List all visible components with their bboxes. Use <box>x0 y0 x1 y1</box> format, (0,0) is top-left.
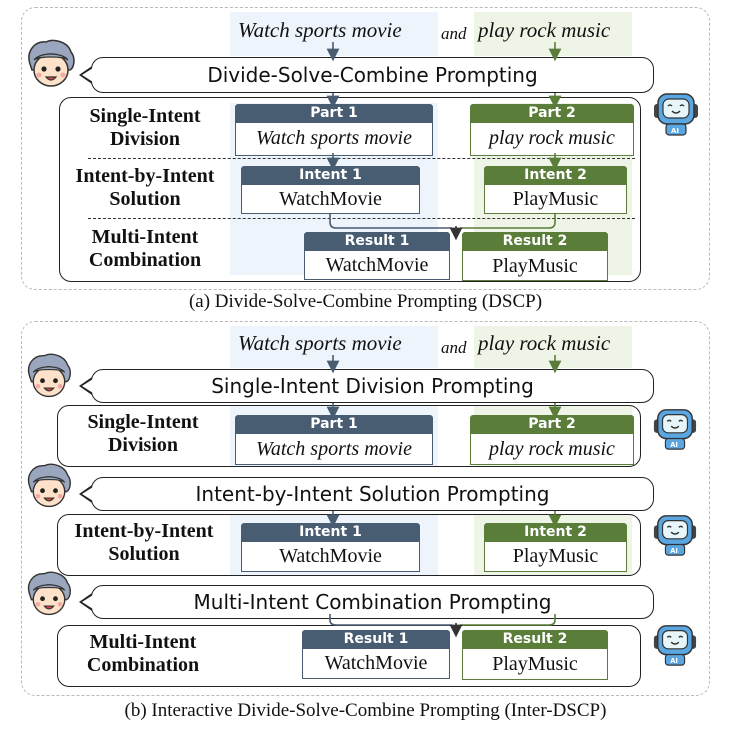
card-body: play rock music <box>470 123 634 156</box>
robot-icon: AI <box>653 409 697 450</box>
prompt-bubble-combination: Multi-Intent Combination Prompting <box>79 585 654 619</box>
user-avatar-icon <box>28 39 75 87</box>
label-line1: Single-Intent <box>89 105 201 127</box>
card-body: PlayMusic <box>484 185 627 214</box>
merge-line-blue <box>329 214 452 229</box>
robot-icon: AI <box>654 93 698 136</box>
card-intent-1: Intent 1 WatchMovie <box>241 166 420 214</box>
robot-icon: AI <box>653 625 697 666</box>
svg-text:AI: AI <box>670 657 678 665</box>
panel-a <box>21 7 710 290</box>
stage-label-combination: Multi-Intent Combination <box>62 226 228 272</box>
label-line1: Single-Intent <box>87 411 199 433</box>
stage-box-division <box>57 405 641 467</box>
card-header: Part 2 <box>470 104 634 123</box>
label-line2: Solution <box>108 543 180 565</box>
card-header: Intent 1 <box>241 166 420 185</box>
stage-label-solution: Intent-by-Intent Solution <box>58 165 232 211</box>
card-header: Intent 2 <box>484 166 627 185</box>
bubble-tail <box>79 66 93 84</box>
prompt-text: Multi-Intent Combination Prompting <box>193 590 552 614</box>
card-header: Intent 2 <box>484 523 627 542</box>
card-header: Part 1 <box>235 104 433 123</box>
svg-text:AI: AI <box>671 127 679 135</box>
card-body: PlayMusic <box>484 542 627 572</box>
prompt-bubble-dscp: Divide-Solve-Combine Prompting <box>79 57 654 93</box>
card-body: PlayMusic <box>462 649 608 680</box>
card-header: Result 2 <box>462 630 608 649</box>
bubble-tail <box>79 593 93 611</box>
stage-label-combination: Multi-Intent Combination <box>60 631 226 677</box>
label-line2: Solution <box>109 188 181 210</box>
prompt-bubble-division: Single-Intent Division Prompting <box>79 369 654 403</box>
card-part-1: Part 1 Watch sports movie <box>235 104 433 156</box>
query-part2: play rock music <box>478 18 611 42</box>
user-avatar-icon <box>27 353 71 398</box>
card-header: Result 1 <box>304 232 450 251</box>
label-line1: Multi-Intent <box>89 631 197 653</box>
query-part1: Watch sports movie <box>238 331 402 355</box>
prompt-text: Intent-by-Intent Solution Prompting <box>195 482 550 506</box>
stage-label-division: Single-Intent Division <box>60 411 226 457</box>
bubble-tail <box>79 377 93 395</box>
stage-divider <box>88 218 635 219</box>
card-header: Result 2 <box>462 232 608 251</box>
user-avatar-icon <box>27 571 71 616</box>
card-result-1: Result 1 WatchMovie <box>304 232 450 280</box>
card-body: play rock music <box>470 434 634 465</box>
label-line1: Multi-Intent <box>91 226 199 248</box>
query-part1: Watch sports movie <box>238 18 402 42</box>
card-body: Watch sports movie <box>235 434 433 465</box>
card-body: WatchMovie <box>241 185 420 214</box>
merge-line-blue <box>329 614 452 626</box>
stage-box-dscp <box>59 97 641 282</box>
card-intent-2: Intent 2 PlayMusic <box>484 166 627 214</box>
svg-text:AI: AI <box>670 547 678 555</box>
svg-text:AI: AI <box>670 441 678 449</box>
query-part2: play rock music <box>478 331 611 355</box>
card-body: WatchMovie <box>304 251 450 280</box>
card-body: PlayMusic <box>462 251 608 281</box>
label-line2: Division <box>107 434 179 456</box>
card-header: Part 2 <box>470 415 634 434</box>
card-header: Intent 1 <box>241 523 420 542</box>
prompt-text: Single-Intent Division Prompting <box>211 374 534 398</box>
card-part-2: Part 2 play rock music <box>470 104 634 156</box>
card-result-1: Result 1 WatchMovie <box>302 630 450 679</box>
card-intent-2: Intent 2 PlayMusic <box>484 523 627 572</box>
stage-label-solution: Intent-by-Intent Solution <box>57 520 231 566</box>
card-header: Part 1 <box>235 415 433 434</box>
card-body: WatchMovie <box>241 542 420 572</box>
card-result-2: Result 2 PlayMusic <box>462 232 608 281</box>
card-body: WatchMovie <box>302 649 450 679</box>
panel-b <box>21 321 710 696</box>
stage-label-division: Single-Intent Division <box>62 105 228 151</box>
label-line1: Intent-by-Intent <box>74 520 214 542</box>
card-body: Watch sports movie <box>235 123 433 156</box>
merge-line-green <box>460 614 556 626</box>
card-part-2: Part 2 play rock music <box>470 415 634 465</box>
caption-panel-a: (a) Divide-Solve-Combine Prompting (DSCP… <box>188 291 543 312</box>
label-line2: Combination <box>88 249 202 271</box>
stage-divider <box>88 158 635 159</box>
user-avatar-icon <box>27 463 71 508</box>
card-result-2: Result 2 PlayMusic <box>462 630 608 680</box>
merge-line-green <box>460 214 556 229</box>
query-connector: and <box>441 338 467 357</box>
card-part-1: Part 1 Watch sports movie <box>235 415 433 465</box>
caption-panel-b: (b) Interactive Divide-Solve-Combine Pro… <box>124 700 607 721</box>
stage-box-solution <box>57 514 641 576</box>
bubble-tail <box>79 485 93 503</box>
card-header: Result 1 <box>302 630 450 649</box>
label-line1: Intent-by-Intent <box>75 165 215 187</box>
label-line2: Division <box>109 128 181 150</box>
card-intent-1: Intent 1 WatchMovie <box>241 523 420 572</box>
prompt-bubble-solution: Intent-by-Intent Solution Prompting <box>79 477 654 511</box>
label-line2: Combination <box>86 654 200 676</box>
robot-icon: AI <box>653 515 697 556</box>
prompt-text: Divide-Solve-Combine Prompting <box>207 63 538 87</box>
query-connector: and <box>441 24 467 43</box>
